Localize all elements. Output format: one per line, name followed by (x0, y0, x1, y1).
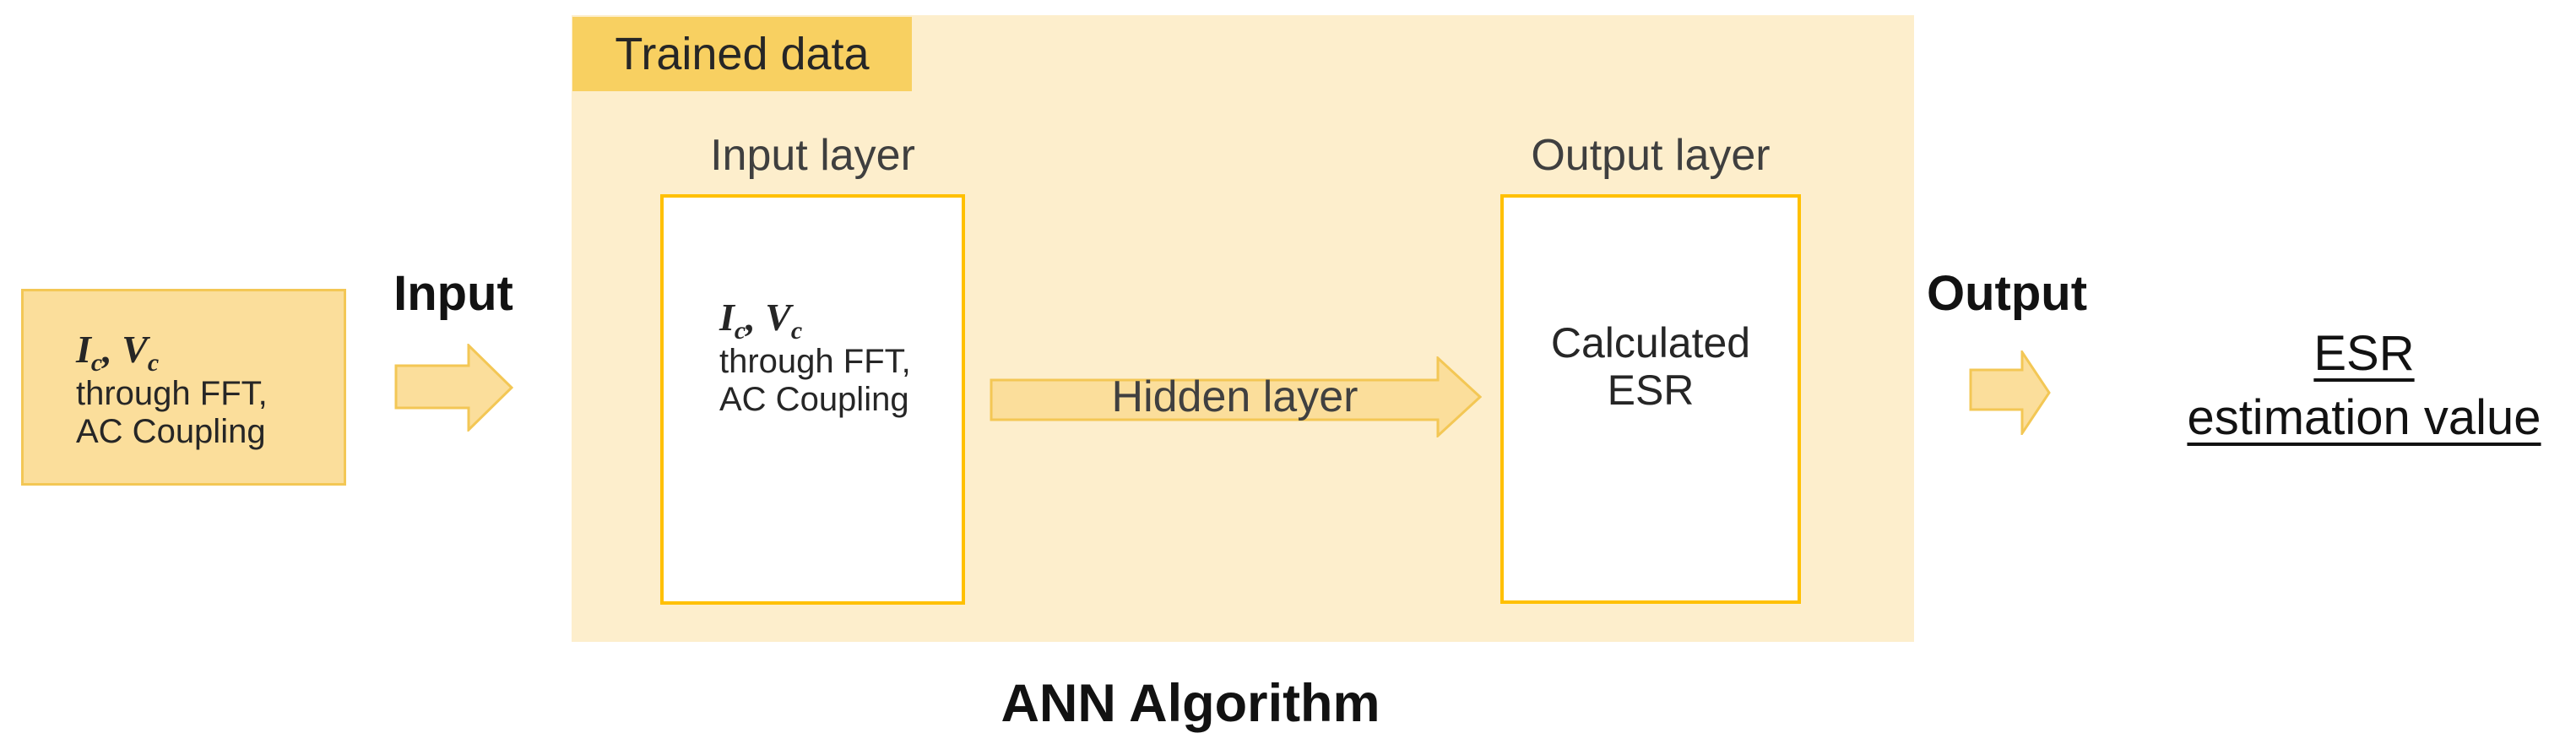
input-layer-box: Ic, Vc through FFT, AC Coupling (660, 194, 965, 605)
output-layer-box: Calculated ESR (1500, 194, 1801, 604)
input-flow-label: Input (393, 266, 513, 321)
input-layer-line3: AC Coupling (719, 381, 909, 418)
ann-algorithm-caption: ANN Algorithm (1001, 674, 1380, 733)
output-layer-line1: Calculated (1550, 318, 1751, 367)
hidden-layer-label: Hidden layer (1111, 372, 1359, 421)
output-arrow-icon (1969, 350, 2051, 435)
input-layer-title: Input layer (710, 131, 915, 180)
ic-vc-formula: Ic, Vc (76, 327, 160, 377)
output-layer-line2: ESR (1607, 366, 1695, 414)
input-layer-formula: Ic, Vc (719, 296, 803, 345)
input-layer-line2: through FFT, (719, 343, 911, 380)
result-line2: estimation value (2187, 390, 2541, 445)
esr-estimation-result: ESR estimation value (2149, 322, 2576, 450)
source-box-line3: AC Coupling (76, 412, 266, 450)
output-layer-title: Output layer (1531, 131, 1771, 180)
hidden-layer-arrow-icon (990, 356, 1482, 437)
output-flow-label: Output (1926, 266, 2088, 321)
result-line1: ESR (2313, 326, 2415, 381)
input-arrow-icon (394, 344, 513, 432)
input-source-box: Ic, Vc through FFT, AC Coupling (21, 289, 346, 486)
trained-data-label: Trained data (615, 29, 870, 79)
source-box-line2: through FFT, (76, 374, 268, 412)
trained-data-tab: Trained data (572, 17, 912, 91)
